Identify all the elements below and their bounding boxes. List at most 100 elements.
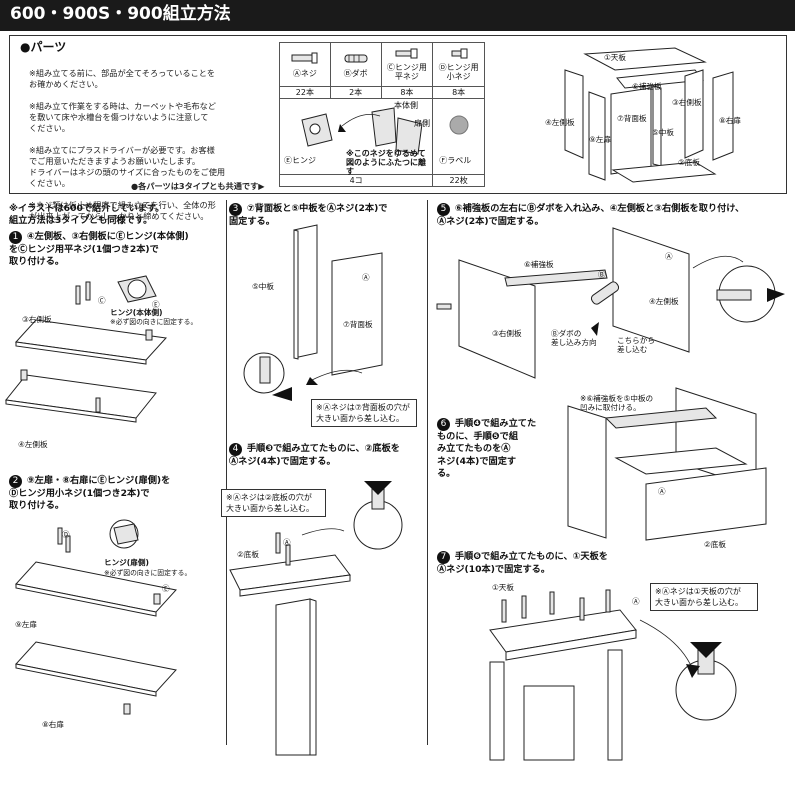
step-7-number: 7 [437,551,450,564]
parts-note-1: ※組み立てる前に、部品が全てそろっていることを お確かめください。 [29,68,216,89]
exploded-label-right-door: ⑧右扉 [719,116,741,125]
parts-qty-b: 2本 [329,86,382,99]
step-6: 6 手順❹で組み立てた ものに、手順❺で組 み立てたものをⒶ ネジ(4本)で固定… [437,418,555,480]
step-5-number: 5 [437,203,450,216]
step-7-letter-a: Ⓐ [632,597,640,606]
step-3-number: 3 [229,203,242,216]
parts-name-a: Ⓐネジ [292,69,317,78]
step-4-letter-a: Ⓐ [283,538,291,547]
parts-cell-d: Ⓓヒンジ用 小ネジ [432,42,485,87]
parts-qty-d: 8本 [432,86,485,99]
parts-note-3: ※組み立てにプラスドライバーが必要です。お客様 でご用意いただきますようお願いい… [29,145,226,188]
step-1-letter-c: Ⓒ [98,296,106,305]
step-4-label-bottom: ②底板 [237,550,259,559]
step-2-title: ⑨左扉・⑧右扉にⒺヒンジ(扉側)を Ⓓヒンジ用小ネジ(1個つき2本)で 取り付け… [9,475,171,512]
step-3-note: ※Ⓐネジは⑦背面板の穴が 大きい面から差し込む。 [311,399,417,427]
step-3-label-back: ⑦背面板 [343,320,373,329]
parts-name-c: Ⓒヒンジ用 平ネジ [386,63,427,81]
parts-cell-label: Ⓕラベル [432,98,485,175]
step-6-letter-a: Ⓐ [658,487,666,496]
step-5-label-right-side: ③右側板 [492,329,522,338]
step-1-letter-e: Ⓔ [152,300,160,309]
step-1-hinge-label: ヒンジ(本体側) [110,308,163,317]
step-6-diagram [567,387,767,541]
parts-notes: ※組み立てる前に、部品が全てそろっていることを お確かめください。 ※組み立て作… [29,57,274,233]
parts-table: Ⓐネジ Ⓑダボ Ⓒヒンジ用 平ネジ Ⓓヒンジ用 小ネジ 22本 2本 8本 8本… [278,42,485,187]
label-sticker-icon [449,115,469,135]
step-5-letter-b: Ⓑ [598,270,606,279]
step-7-diagram [489,589,737,761]
parts-cell-b: Ⓑダボ [329,42,382,87]
exploded-label-bottom: ②底板 [678,158,700,167]
step-2-diagram [15,519,177,715]
screw-icon [291,52,318,64]
step-5-label-reinforce: ⑥補強板 [524,260,554,269]
step-6-number: 6 [437,418,450,431]
step-3: 3 ⑦背面板と⑤中板をⒶネジ(2本)で 固定する。 [229,203,425,228]
label-name: Ⓕラベル [439,156,472,165]
small-screw-icon [451,48,468,59]
step-6-note: ※⑥補強板を⑤中板の 凹みに取付ける。 [580,394,654,413]
parts-name-d: Ⓓヒンジ用 小ネジ [438,63,479,81]
step-1-label-left-side: ④左側板 [18,440,48,449]
exploded-label-left-door: ⑨左扉 [589,135,611,144]
dowel-icon [344,54,368,63]
parts-note-2: ※組み立て作業をする時は、カーペットや毛布など を敷いて床や水槽台を傷つけないよ… [29,101,216,133]
step-1-label-right-side: ③右側板 [22,315,52,324]
step-1-number: 1 [9,231,22,244]
step-2-hinge-label: ヒンジ(扉側) [104,558,149,567]
step-4: 4 手順❸で組み立てたものに、②底板を Ⓐネジ(4本)で固定する。 [229,443,425,468]
step-2-label-left-door: ⑨左扉 [15,620,37,629]
common-parts-note: ●各パーツは3タイプとも共通です▶ [131,181,265,191]
step-5-dowel-direction: Ⓑダボの 差し込み方向 [551,329,597,348]
step-1: 1 ④左側板、③右側板にⒺヒンジ(本体側) をⒸヒンジ用平ネジ(1個つき2本)で… [9,231,224,269]
hinge-icon [301,107,423,155]
step-7: 7 手順❻で組み立てたものに、①天板を Ⓐネジ(10本)で固定する。 [437,551,789,576]
label-qty: 22枚 [432,174,485,187]
parts-cell-a: Ⓐネジ [279,42,331,87]
intro-note: ※イラストは600で紹介しています。 組立方法は3タイプとも同様です。 [9,203,165,226]
step-7-note: ※Ⓐネジは①天板の穴が 大きい面から差し込む。 [650,583,758,611]
hinge-door-label: 扉側 [414,119,430,128]
flat-screw-icon [395,48,418,59]
column-divider-1 [226,200,227,745]
parts-qty-a: 22本 [279,86,331,99]
step-1-hinge-note: ※必ず図の向きに固定する。 [110,318,198,326]
step-3-diagram [243,224,383,401]
parts-box [9,35,787,194]
hinge-body-label: 本体側 [394,101,418,110]
exploded-label-reinforce: ⑥補強板 [632,82,662,91]
parts-qty-c: 8本 [380,86,434,99]
step-7-title: 手順❻で組み立てたものに、①天板を Ⓐネジ(10本)で固定する。 [437,551,608,575]
hinge-name: Ⓔヒンジ [284,156,316,165]
exploded-label-back: ⑦背面板 [617,114,647,123]
step-5-insert-here: こちらから 差し込む [617,336,655,355]
hinge-qty: 4コ [278,174,434,187]
exploded-label-right-side: ③右側板 [672,98,702,107]
column-divider-2 [427,200,428,745]
step-4-note: ※Ⓐネジは②底板の穴が 大きい面から差し込む。 [221,489,326,517]
step-6-title: 手順❹で組み立てた ものに、手順❺で組 み立てたものをⒶ ネジ(4本)で固定す … [437,418,537,479]
exploded-label-top: ①天板 [604,53,626,62]
step-7-label-top: ①天板 [492,583,514,592]
step-3-letter-a: Ⓐ [362,273,370,282]
header-rule [0,28,795,31]
step-4-number: 4 [229,443,242,456]
step-2-letter-e: Ⓔ [162,584,170,593]
step-4-diagram [229,481,403,756]
exploded-label-middle: ⑤中板 [652,128,674,137]
parts-cell-hinge: Ⓔヒンジ 本体側 扉側 ※このネジをゆるめて 図のようにふたつに離す [278,98,434,176]
step-5-diagram [436,227,785,379]
hinge-note: ※このネジをゆるめて 図のようにふたつに離す [346,149,426,176]
exploded-label-left-side: ④左側板 [545,118,575,127]
parts-title: ●パーツ [20,40,67,54]
step-4-title: 手順❸で組み立てたものに、②底板を Ⓐネジ(4本)で固定する。 [229,443,400,467]
step-3-title: ⑦背面板と⑤中板をⒶネジ(2本)で 固定する。 [229,203,388,227]
step-5-title: ⑥補強板の左右にⒷダボを入れ込み、④左側板と③右側板を取り付け、 Ⓐネジ(2本)… [437,203,745,227]
page-title: 600・900S・900組立方法 [0,0,795,28]
step-2-number: 2 [9,475,22,488]
step-1-diagram [5,275,168,423]
step-1-title: ④左側板、③右側板にⒺヒンジ(本体側) をⒸヒンジ用平ネジ(1個つき2本)で 取… [9,231,189,268]
parts-cell-c: Ⓒヒンジ用 平ネジ [380,42,434,87]
parts-name-b: Ⓑダボ [343,69,368,78]
